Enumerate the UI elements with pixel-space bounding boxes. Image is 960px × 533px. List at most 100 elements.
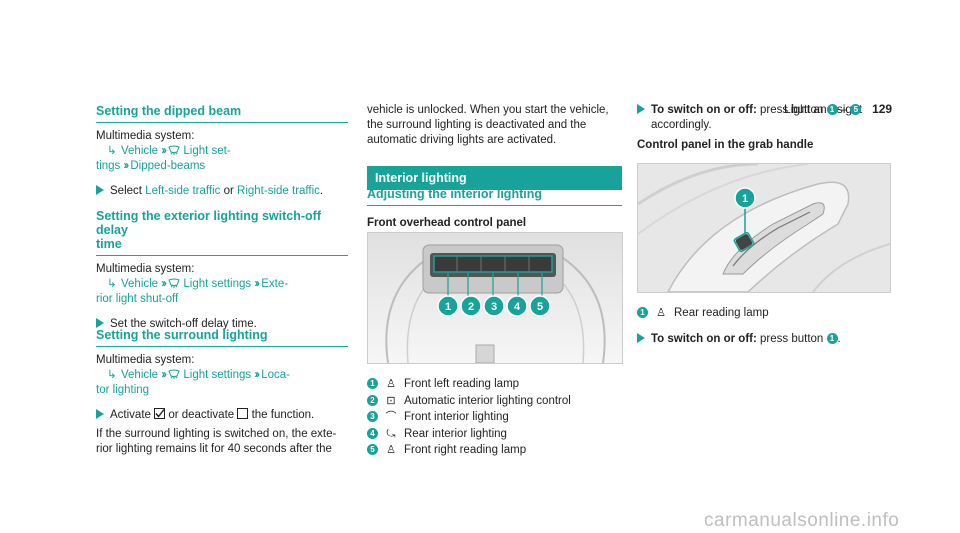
path-light-settings: Light settings xyxy=(183,369,252,381)
auto-light-icon: ⊡ xyxy=(386,394,396,407)
photo-label-3: 3 xyxy=(483,295,505,317)
legend-item: 1♙Rear reading lamp xyxy=(637,305,887,322)
legend-item: 1 ♙ Front left reading lamp xyxy=(367,376,622,393)
option-right-traffic: Right-side traffic xyxy=(237,185,320,197)
path-vehicle: Vehicle xyxy=(121,145,159,157)
svg-text:3: 3 xyxy=(491,301,497,313)
instruction-switch-rear: To switch on or off: press button 1. xyxy=(637,332,887,347)
reading-lamp-icon: ♙ xyxy=(386,378,396,390)
path-vehicle: Vehicle xyxy=(121,278,159,290)
bullet-triangle-icon xyxy=(96,185,104,195)
heading-surround-lighting: Setting the surround lighting xyxy=(96,328,268,342)
action-text: Set the switch-off delay time. xyxy=(110,318,257,330)
photo-label-5: 5 xyxy=(529,295,551,317)
legend-number: 2 xyxy=(367,394,378,406)
menu-path-cont: tings ›› Dipped-beams xyxy=(96,159,348,174)
heading-rule xyxy=(96,255,348,256)
path-locator: Loca- xyxy=(261,369,290,381)
path-light-settings: Light set- xyxy=(183,145,231,157)
function-word: the function. xyxy=(251,409,315,421)
light-settings-icon xyxy=(168,145,180,155)
heading-rule xyxy=(96,122,348,123)
column-right: To switch on or off: press button 1 – 5 … xyxy=(637,103,887,165)
switch-label: To switch on or off: xyxy=(651,332,757,345)
menu-path-cont: rior light shut-off xyxy=(96,292,348,307)
menu-path: ↳Vehicle ›› Light settings ›› Exte- xyxy=(96,277,348,292)
legend-text: Front right reading lamp xyxy=(404,444,527,456)
light-settings-icon xyxy=(168,369,180,379)
button-ref-5: 5 xyxy=(850,104,862,115)
overhead-panel-illustration: 1 2 3 4 5 xyxy=(368,233,622,363)
double-chevron-icon: ›› xyxy=(254,369,260,381)
instruction-activate: Activate or deactivate the function. xyxy=(96,408,348,423)
rear-light-icon: ⤿ xyxy=(386,427,396,440)
light-settings-icon xyxy=(168,278,180,288)
legend-text: Rear interior lighting xyxy=(404,427,507,440)
path-dipped-beams: Dipped-beams xyxy=(130,160,206,172)
multimedia-label: Multimedia system: xyxy=(96,354,195,366)
reading-lamp-icon: ♙ xyxy=(386,444,396,456)
legend-item: 4⤿Rear interior lighting xyxy=(367,426,622,443)
button-ref-1: 1 xyxy=(826,104,838,115)
menu-path: ↳Vehicle ›› Light set- xyxy=(96,144,348,159)
subheading-grab-handle: Control panel in the grab handle xyxy=(637,139,814,151)
instruction-set-delay: Set the switch-off delay time. xyxy=(96,317,348,332)
double-chevron-icon: ›› xyxy=(123,160,130,172)
section-switch-off-delay: Setting the exterior lighting switch-off… xyxy=(96,209,348,332)
legend-item: 3⌒Front interior lighting xyxy=(367,409,622,426)
photo-label-4: 4 xyxy=(506,295,528,317)
section-surround-lighting: Setting the surround lighting Multimedia… xyxy=(96,328,348,457)
legend-item: 2⊡Automatic interior lighting control xyxy=(367,393,622,410)
front-light-icon: ⌒ xyxy=(385,411,397,423)
double-chevron-icon: ›› xyxy=(161,369,167,381)
select-word: Select xyxy=(110,185,142,197)
multimedia-label: Multimedia system: xyxy=(96,263,195,275)
path-light-settings-cont: tings xyxy=(96,160,121,172)
switch-text: press button xyxy=(760,332,824,345)
photo-front-overhead-panel: 1 2 3 4 5 xyxy=(367,232,623,364)
heading-dipped-beam: Setting the dipped beam xyxy=(96,104,242,118)
photo-label-1: 1 xyxy=(437,295,459,317)
grab-handle-illustration: 1 xyxy=(638,164,890,292)
range-dash: – xyxy=(840,104,848,116)
svg-text:4: 4 xyxy=(514,301,521,313)
legend-grab-handle: 1♙Rear reading lamp To switch on or off:… xyxy=(637,305,887,347)
heading-switch-off-delay-cont: time xyxy=(96,237,122,251)
instruction-switch-panel: To switch on or off: press button 1 – 5 xyxy=(637,103,887,118)
legend-number: 1 xyxy=(637,307,648,318)
heading-adjusting-interior: Adjusting the interior lighting xyxy=(367,187,542,201)
subheading-front-overhead: Front overhead control panel xyxy=(367,217,527,229)
section-banner-interior-lighting: Interior lighting xyxy=(367,166,622,190)
legend-number: 5 xyxy=(367,444,378,455)
double-chevron-icon: ›› xyxy=(161,278,167,290)
legend-text: Front left reading lamp xyxy=(404,378,520,390)
legend-item: 5 ♙ Front right reading lamp xyxy=(367,442,622,459)
svg-text:1: 1 xyxy=(445,301,451,313)
deactivate-word: or deactivate xyxy=(168,409,235,421)
path-vehicle: Vehicle xyxy=(121,369,159,381)
chapter-title: Light and sight xyxy=(784,102,863,116)
cont-line2: the surround lighting is deactivated and… xyxy=(367,119,587,131)
bullet-triangle-icon xyxy=(96,409,104,419)
return-arrow-icon: ↳ xyxy=(107,278,117,290)
photo-label-2: 2 xyxy=(460,295,482,317)
heading-rule xyxy=(367,205,622,206)
surround-para-line2: rior lighting remains lit for 40 seconds… xyxy=(96,443,332,455)
heading-switch-off-delay: Setting the exterior lighting switch-off… xyxy=(96,209,321,237)
switch-accordingly: accordingly. xyxy=(651,119,712,131)
switch-label: To switch on or off: xyxy=(651,104,757,116)
bullet-triangle-icon xyxy=(96,318,104,328)
path-exterior: Exte- xyxy=(261,278,289,290)
photo-grab-handle-panel: 1 xyxy=(637,163,891,293)
legend-number: 1 xyxy=(367,378,378,389)
or-word: or xyxy=(223,185,234,197)
return-arrow-icon: ↳ xyxy=(107,145,117,157)
bullet-triangle-icon xyxy=(637,104,645,114)
reading-lamp-icon: ♙ xyxy=(656,307,666,319)
watermark-text: carmanualsonline.info xyxy=(704,510,900,531)
bullet-triangle-icon xyxy=(637,332,645,343)
cont-line3: automatic driving lights are activated. xyxy=(367,134,557,146)
path-light-settings: Light settings xyxy=(183,278,252,290)
menu-path-cont: tor lighting xyxy=(96,383,348,398)
cont-line1: vehicle is unlocked. When you start the … xyxy=(367,104,609,116)
